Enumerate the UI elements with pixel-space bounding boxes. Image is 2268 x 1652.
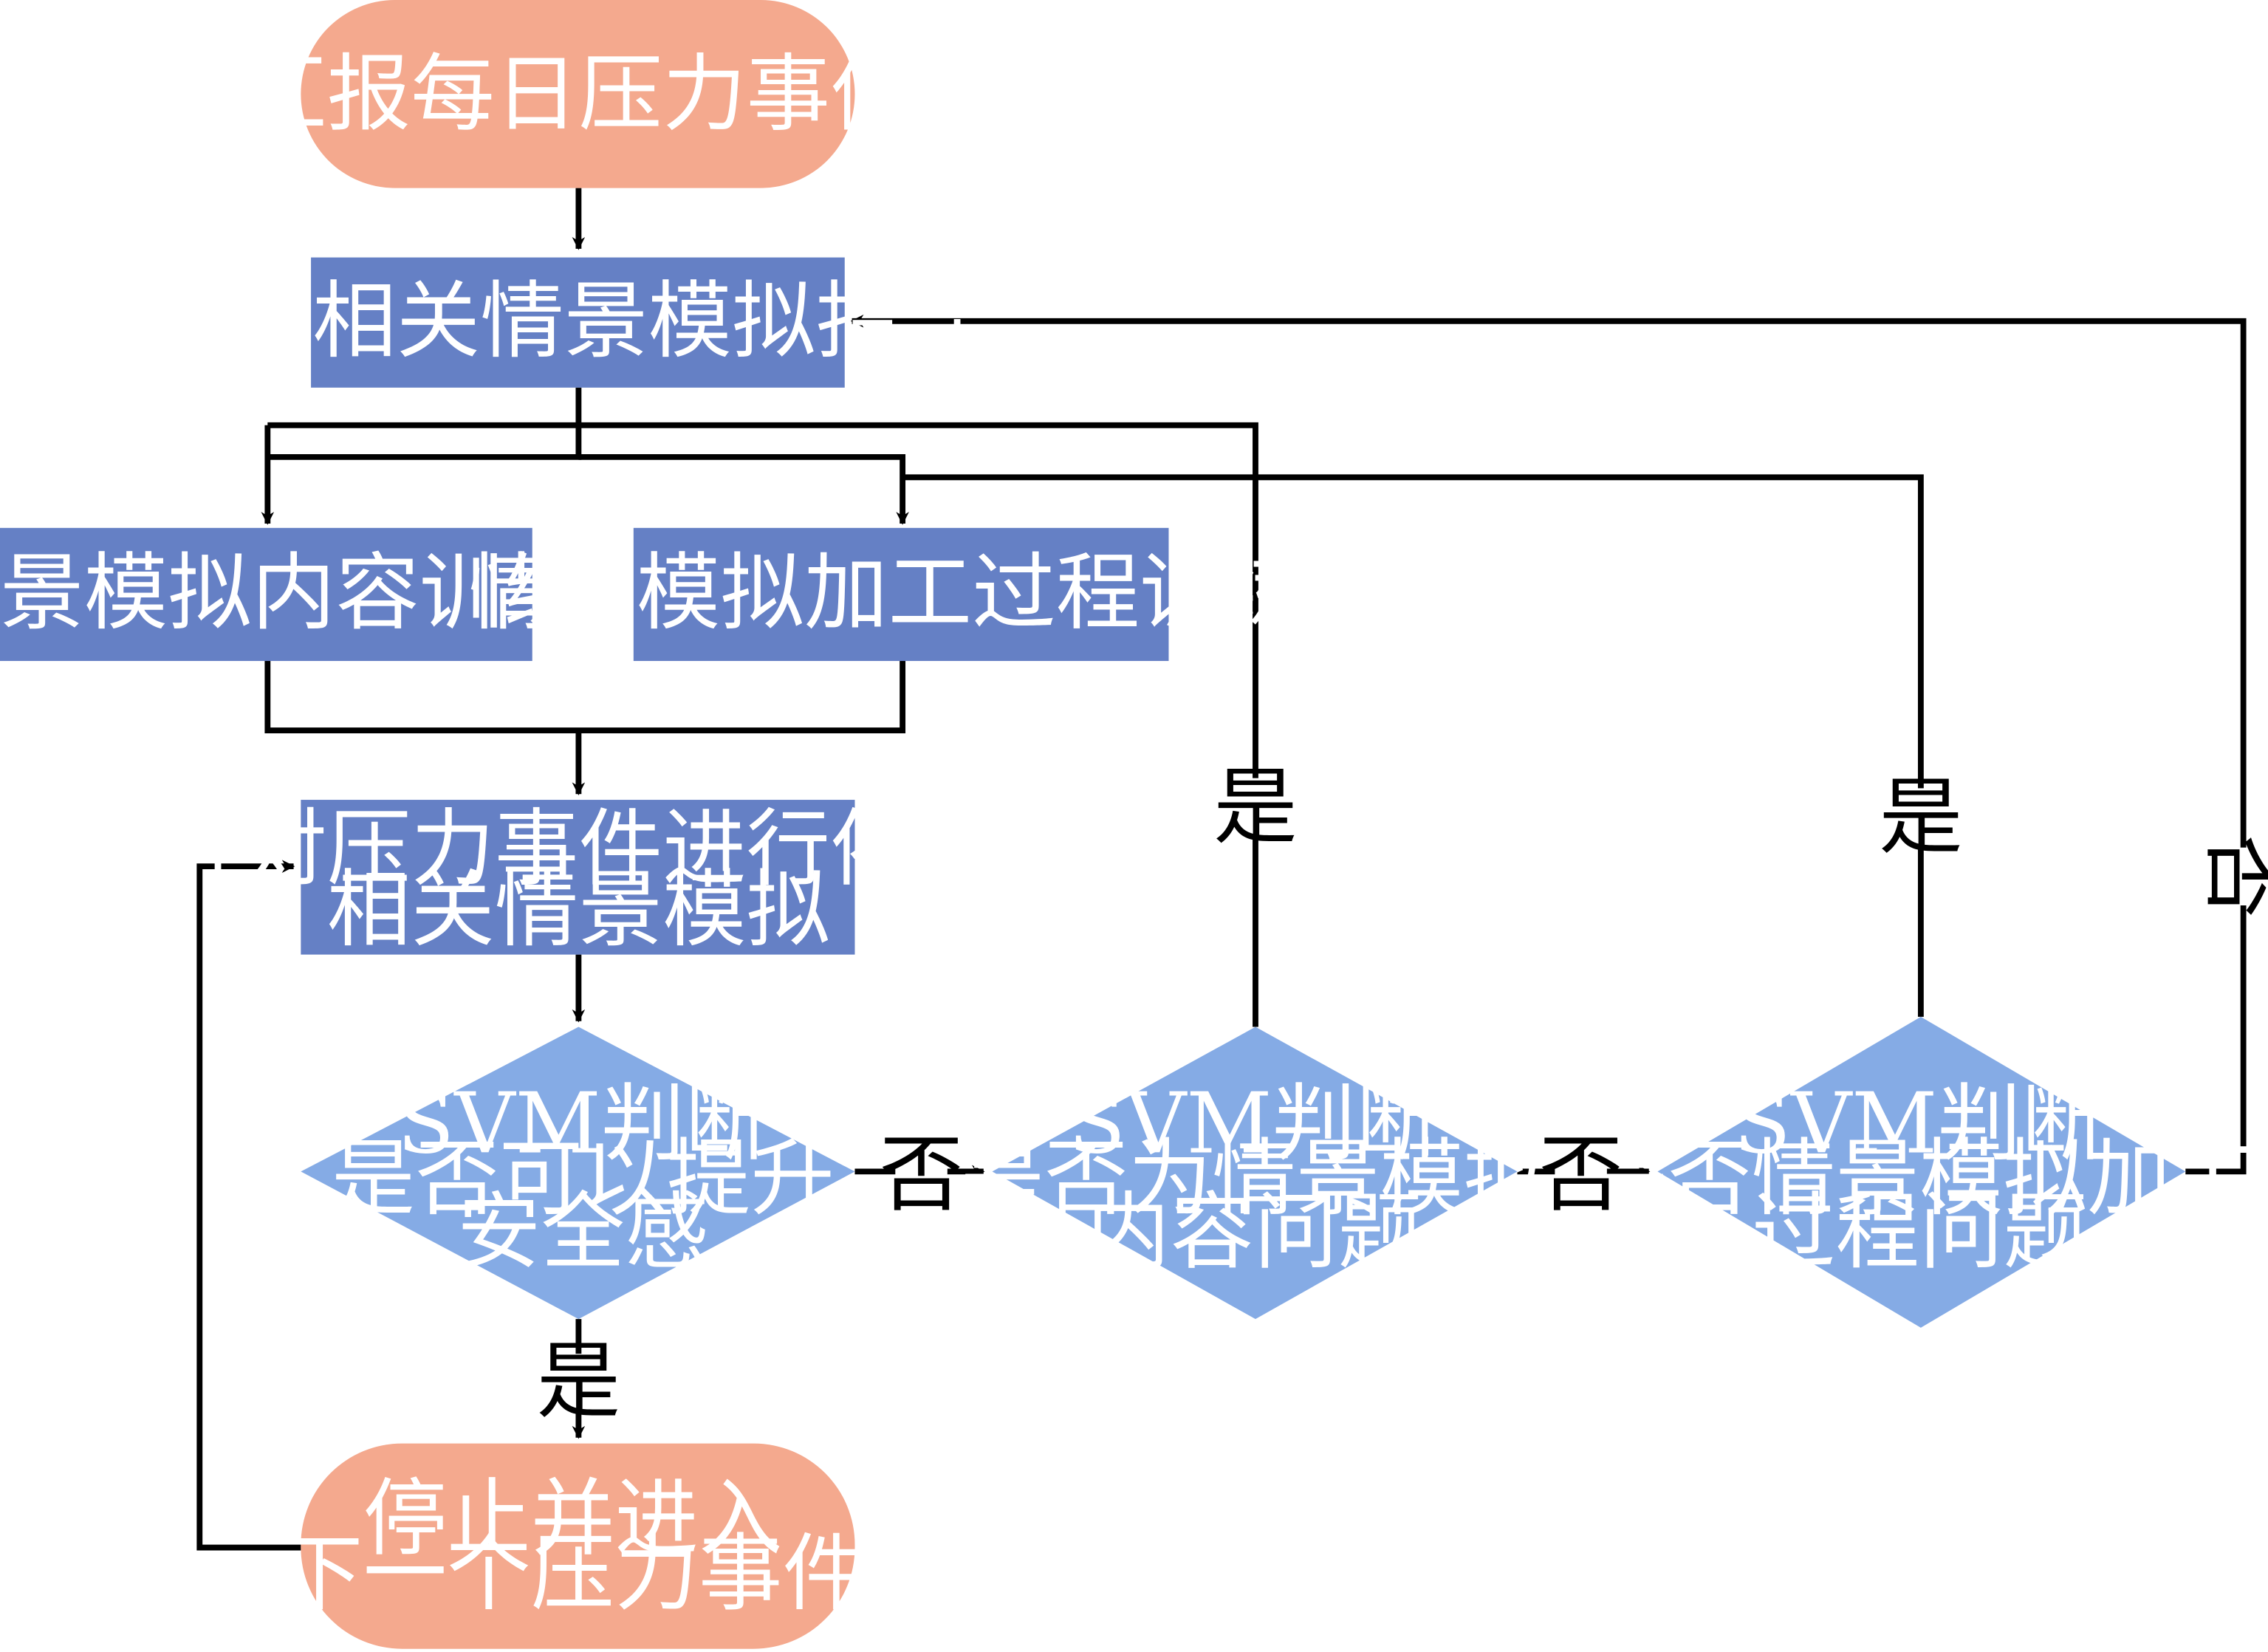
decision-content-label-line3: 内容问题 xyxy=(1086,1184,1422,1281)
decision-process-diamond xyxy=(1657,1016,2186,1328)
security-yes-label: 是 xyxy=(537,1332,621,1430)
arrow-process-no-to-guidance xyxy=(850,314,2247,1175)
content-no-label: 否 xyxy=(1539,1125,1623,1223)
security-yes-label-bg xyxy=(552,1354,605,1409)
end-label-line1: 停止并进入 xyxy=(363,1470,783,1567)
security-no-label-bg xyxy=(895,1147,948,1199)
decision-content-label-line2: 是否为情景模拟 xyxy=(960,1130,1547,1227)
decision-security-label-line1: SVM判断 xyxy=(397,1075,769,1173)
process-no-label-bg xyxy=(2216,847,2268,906)
security-no-label: 否 xyxy=(880,1125,964,1223)
decision-process-label-line1: SVM判断 xyxy=(1733,1075,2105,1173)
merge-training-to-simulation xyxy=(264,661,906,733)
start-label: 汇报每日压力事件 xyxy=(243,45,914,143)
end-terminal xyxy=(301,1443,855,1649)
simulation-box xyxy=(301,800,855,955)
simulation-label-line2: 相关情景模拟 xyxy=(327,861,830,959)
process-training-box xyxy=(633,527,1169,662)
content-training-box xyxy=(0,527,532,662)
process-yes-label: 是 xyxy=(1879,769,1963,866)
guidance-label: 依恋相关情景模拟指导 xyxy=(145,273,984,370)
decision-content-label-line1: SVM判断 xyxy=(1068,1075,1439,1173)
content-no-label-bg xyxy=(1555,1147,1607,1199)
start-terminal xyxy=(301,0,855,188)
content-training-label: 情景模拟内容训练 xyxy=(0,544,587,642)
process-training-label: 情景模拟加工过程训练 xyxy=(469,544,1308,642)
process-no-label: 否 xyxy=(2195,834,2268,919)
end-label-line2: 下一个压力事件 xyxy=(279,1525,866,1622)
decision-process-label-line3: 过程问题 xyxy=(1752,1184,2087,1281)
arrow-branch-to-process-training xyxy=(578,453,909,525)
content-yes-label: 是 xyxy=(1213,758,1298,856)
guidance-box xyxy=(311,257,845,388)
decision-security-diamond xyxy=(301,1026,855,1320)
decision-content-diamond xyxy=(992,1026,1518,1320)
decision-process-label-line2: 是否情景模拟加工 xyxy=(1584,1130,2255,1227)
arrow-end-loop-to-simulation xyxy=(196,860,301,1551)
decision-security-label-line2: 是否可以提升 xyxy=(332,1130,835,1227)
simulation-label-line1: 针对压力事件进行依恋 xyxy=(160,801,998,898)
content-yes-label-bg xyxy=(1227,778,1284,837)
decision-security-label-line3: 安全感 xyxy=(457,1184,709,1281)
process-yes-label-bg xyxy=(1893,788,1949,846)
